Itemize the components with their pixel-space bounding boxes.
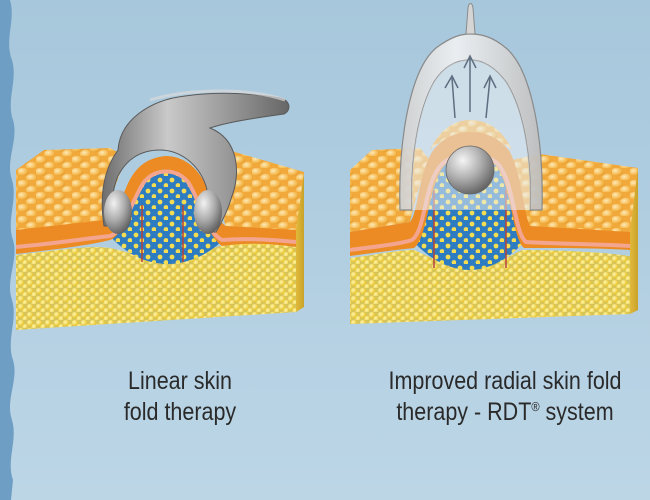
skin-cells-right [512, 154, 638, 232]
suction-arrows [444, 54, 497, 119]
caption-suffix: system [539, 398, 614, 426]
left-roller [104, 190, 132, 234]
registered-mark: ® [531, 399, 540, 414]
fat-layer [350, 250, 630, 324]
radial-dome-device [399, 3, 543, 211]
pink-tissue-line [15, 169, 297, 249]
caption-line: Improved radial skin fold [388, 367, 622, 395]
linear-fold-device [101, 89, 290, 234]
left-wavy-border [0, 0, 15, 500]
caption-line: fold therapy [123, 398, 237, 426]
right-roller [194, 190, 222, 234]
dome-handle [465, 3, 476, 35]
caption-linear-therapy: Linear skin fold therapy [51, 366, 309, 428]
dermis-layer [16, 156, 296, 254]
caption-line: Linear skin [128, 367, 232, 395]
radial-therapy-illustration [349, 3, 638, 324]
caption-line: therapy - RDT® system [367, 397, 642, 428]
roller-ball [445, 145, 495, 195]
skin-cells-left [16, 148, 128, 232]
fat-layer [16, 243, 296, 330]
linear-therapy-illustration [15, 89, 304, 330]
caption-prefix: therapy - RDT [396, 398, 532, 426]
caption-radial-therapy: Improved radial skin fold therapy - RDT®… [367, 366, 642, 428]
